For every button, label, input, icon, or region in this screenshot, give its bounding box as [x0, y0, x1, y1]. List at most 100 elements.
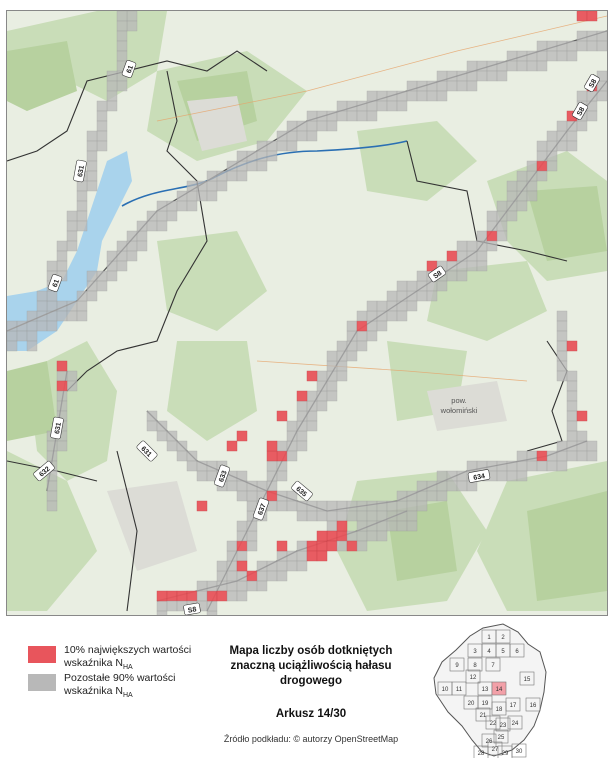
noise-cell-rest90 — [256, 580, 268, 592]
noise-cell-rest90 — [396, 100, 408, 112]
noise-cell-rest90 — [436, 490, 448, 502]
noise-cell-rest90 — [56, 240, 68, 252]
noise-cell-rest90 — [356, 340, 368, 352]
noise-cell-rest90 — [296, 510, 308, 522]
noise-cell-rest90 — [206, 600, 218, 612]
sheet-number-label: 17 — [510, 703, 517, 709]
sheet-number-label: 9 — [455, 663, 459, 669]
noise-cell-rest90 — [16, 320, 28, 332]
noise-cell-rest90 — [536, 140, 548, 152]
noise-cell-rest90 — [486, 210, 498, 222]
sheet-number-label: 18 — [496, 707, 503, 713]
noise-cell-rest90 — [46, 300, 58, 312]
sheet-cell — [493, 729, 509, 744]
noise-cell-top10 — [276, 410, 288, 422]
noise-cell-rest90 — [226, 580, 238, 592]
road-number-label: 61 — [121, 60, 137, 78]
sheet-cell — [449, 657, 465, 672]
sheet-cell — [451, 681, 467, 696]
noise-cell-top10 — [446, 250, 458, 262]
noise-cell-rest90 — [276, 440, 288, 452]
noise-cell-rest90 — [96, 140, 108, 152]
noise-cell-rest90 — [576, 40, 588, 52]
noise-cell-rest90 — [296, 430, 308, 442]
noise-cell-rest90 — [476, 260, 488, 272]
noise-cell-rest90 — [296, 560, 308, 572]
noise-cell-rest90 — [506, 460, 518, 472]
legend-item-top10: 10% największych wartości wskaźnika NHA — [28, 644, 204, 674]
noise-cell-rest90 — [186, 200, 198, 212]
noise-cell-rest90 — [316, 400, 328, 412]
noise-cell-rest90 — [326, 110, 338, 122]
noise-cell-rest90 — [86, 150, 98, 162]
noise-cell-rest90 — [26, 330, 38, 342]
noise-cell-rest90 — [366, 330, 378, 342]
noise-cell-rest90 — [546, 130, 558, 142]
noise-cell-rest90 — [466, 460, 478, 472]
noise-cell-top10 — [56, 380, 68, 392]
noise-cell-rest90 — [426, 290, 438, 302]
noise-cell-rest90 — [56, 250, 68, 262]
noise-cell-rest90 — [246, 490, 258, 502]
noise-cell-rest90 — [406, 80, 418, 92]
noise-cell-rest90 — [326, 520, 338, 532]
road-number-label: 634 — [467, 469, 491, 483]
noise-cell-rest90 — [546, 460, 558, 472]
noise-cell-rest90 — [46, 320, 58, 332]
noise-cell-rest90 — [516, 450, 528, 462]
noise-cell-rest90 — [426, 480, 438, 492]
sheet-number-label: 25 — [498, 735, 505, 741]
noise-cell-rest90 — [296, 410, 308, 422]
noise-cell-rest90 — [316, 120, 328, 132]
noise-cell-rest90 — [26, 320, 38, 332]
noise-cell-rest90 — [196, 590, 208, 602]
noise-cell-rest90 — [576, 120, 588, 132]
noise-cell-rest90 — [76, 220, 88, 232]
noise-cell-rest90 — [536, 50, 548, 62]
noise-cell-rest90 — [86, 280, 98, 292]
sheet-number-label: 30 — [516, 749, 523, 755]
noise-cell-rest90 — [416, 290, 428, 302]
noise-cell-top10 — [306, 540, 318, 552]
noise-cell-top10 — [266, 450, 278, 462]
noise-cell-rest90 — [206, 180, 218, 192]
noise-cell-rest90 — [576, 430, 588, 442]
noise-cell-rest90 — [296, 550, 308, 562]
noise-cell-rest90 — [576, 450, 588, 462]
noise-cell-rest90 — [296, 420, 308, 432]
road-number-label: 61 — [47, 274, 63, 292]
noise-cell-rest90 — [296, 440, 308, 452]
noise-cell-rest90 — [266, 140, 278, 152]
noise-cell-top10 — [236, 430, 248, 442]
noise-cell-rest90 — [336, 370, 348, 382]
noise-cell-rest90 — [346, 530, 358, 542]
noise-cell-rest90 — [406, 290, 418, 302]
noise-cell-rest90 — [86, 270, 98, 282]
sheet-cell — [467, 657, 483, 672]
legend-label-rest90: Pozostałe 90% wartości wskaźnika NHA — [64, 672, 176, 700]
noise-cell-rest90 — [86, 160, 98, 172]
noise-cell-rest90 — [166, 430, 178, 442]
noise-cell-top10 — [336, 520, 348, 532]
noise-cell-rest90 — [406, 90, 418, 102]
noise-cell-rest90 — [246, 530, 258, 542]
noise-cell-top10 — [486, 230, 498, 242]
noise-cell-rest90 — [416, 90, 428, 102]
sheet-cell — [475, 707, 491, 722]
noise-cell-rest90 — [586, 30, 598, 42]
noise-cell-rest90 — [336, 360, 348, 372]
noise-cell-rest90 — [286, 120, 298, 132]
noise-cell-rest90 — [106, 260, 118, 272]
sheet-number-label: 11 — [456, 687, 463, 693]
noise-cell-rest90 — [406, 280, 418, 292]
noise-cell-rest90 — [216, 170, 228, 182]
noise-cell-rest90 — [576, 440, 588, 452]
noise-cell-rest90 — [146, 420, 158, 432]
noise-cell-rest90 — [496, 70, 508, 82]
noise-cell-rest90 — [116, 40, 128, 52]
noise-cell-rest90 — [146, 210, 158, 222]
noise-cell-rest90 — [266, 570, 278, 582]
road-number-label: S8 — [584, 74, 600, 92]
noise-cell-rest90 — [506, 200, 518, 212]
